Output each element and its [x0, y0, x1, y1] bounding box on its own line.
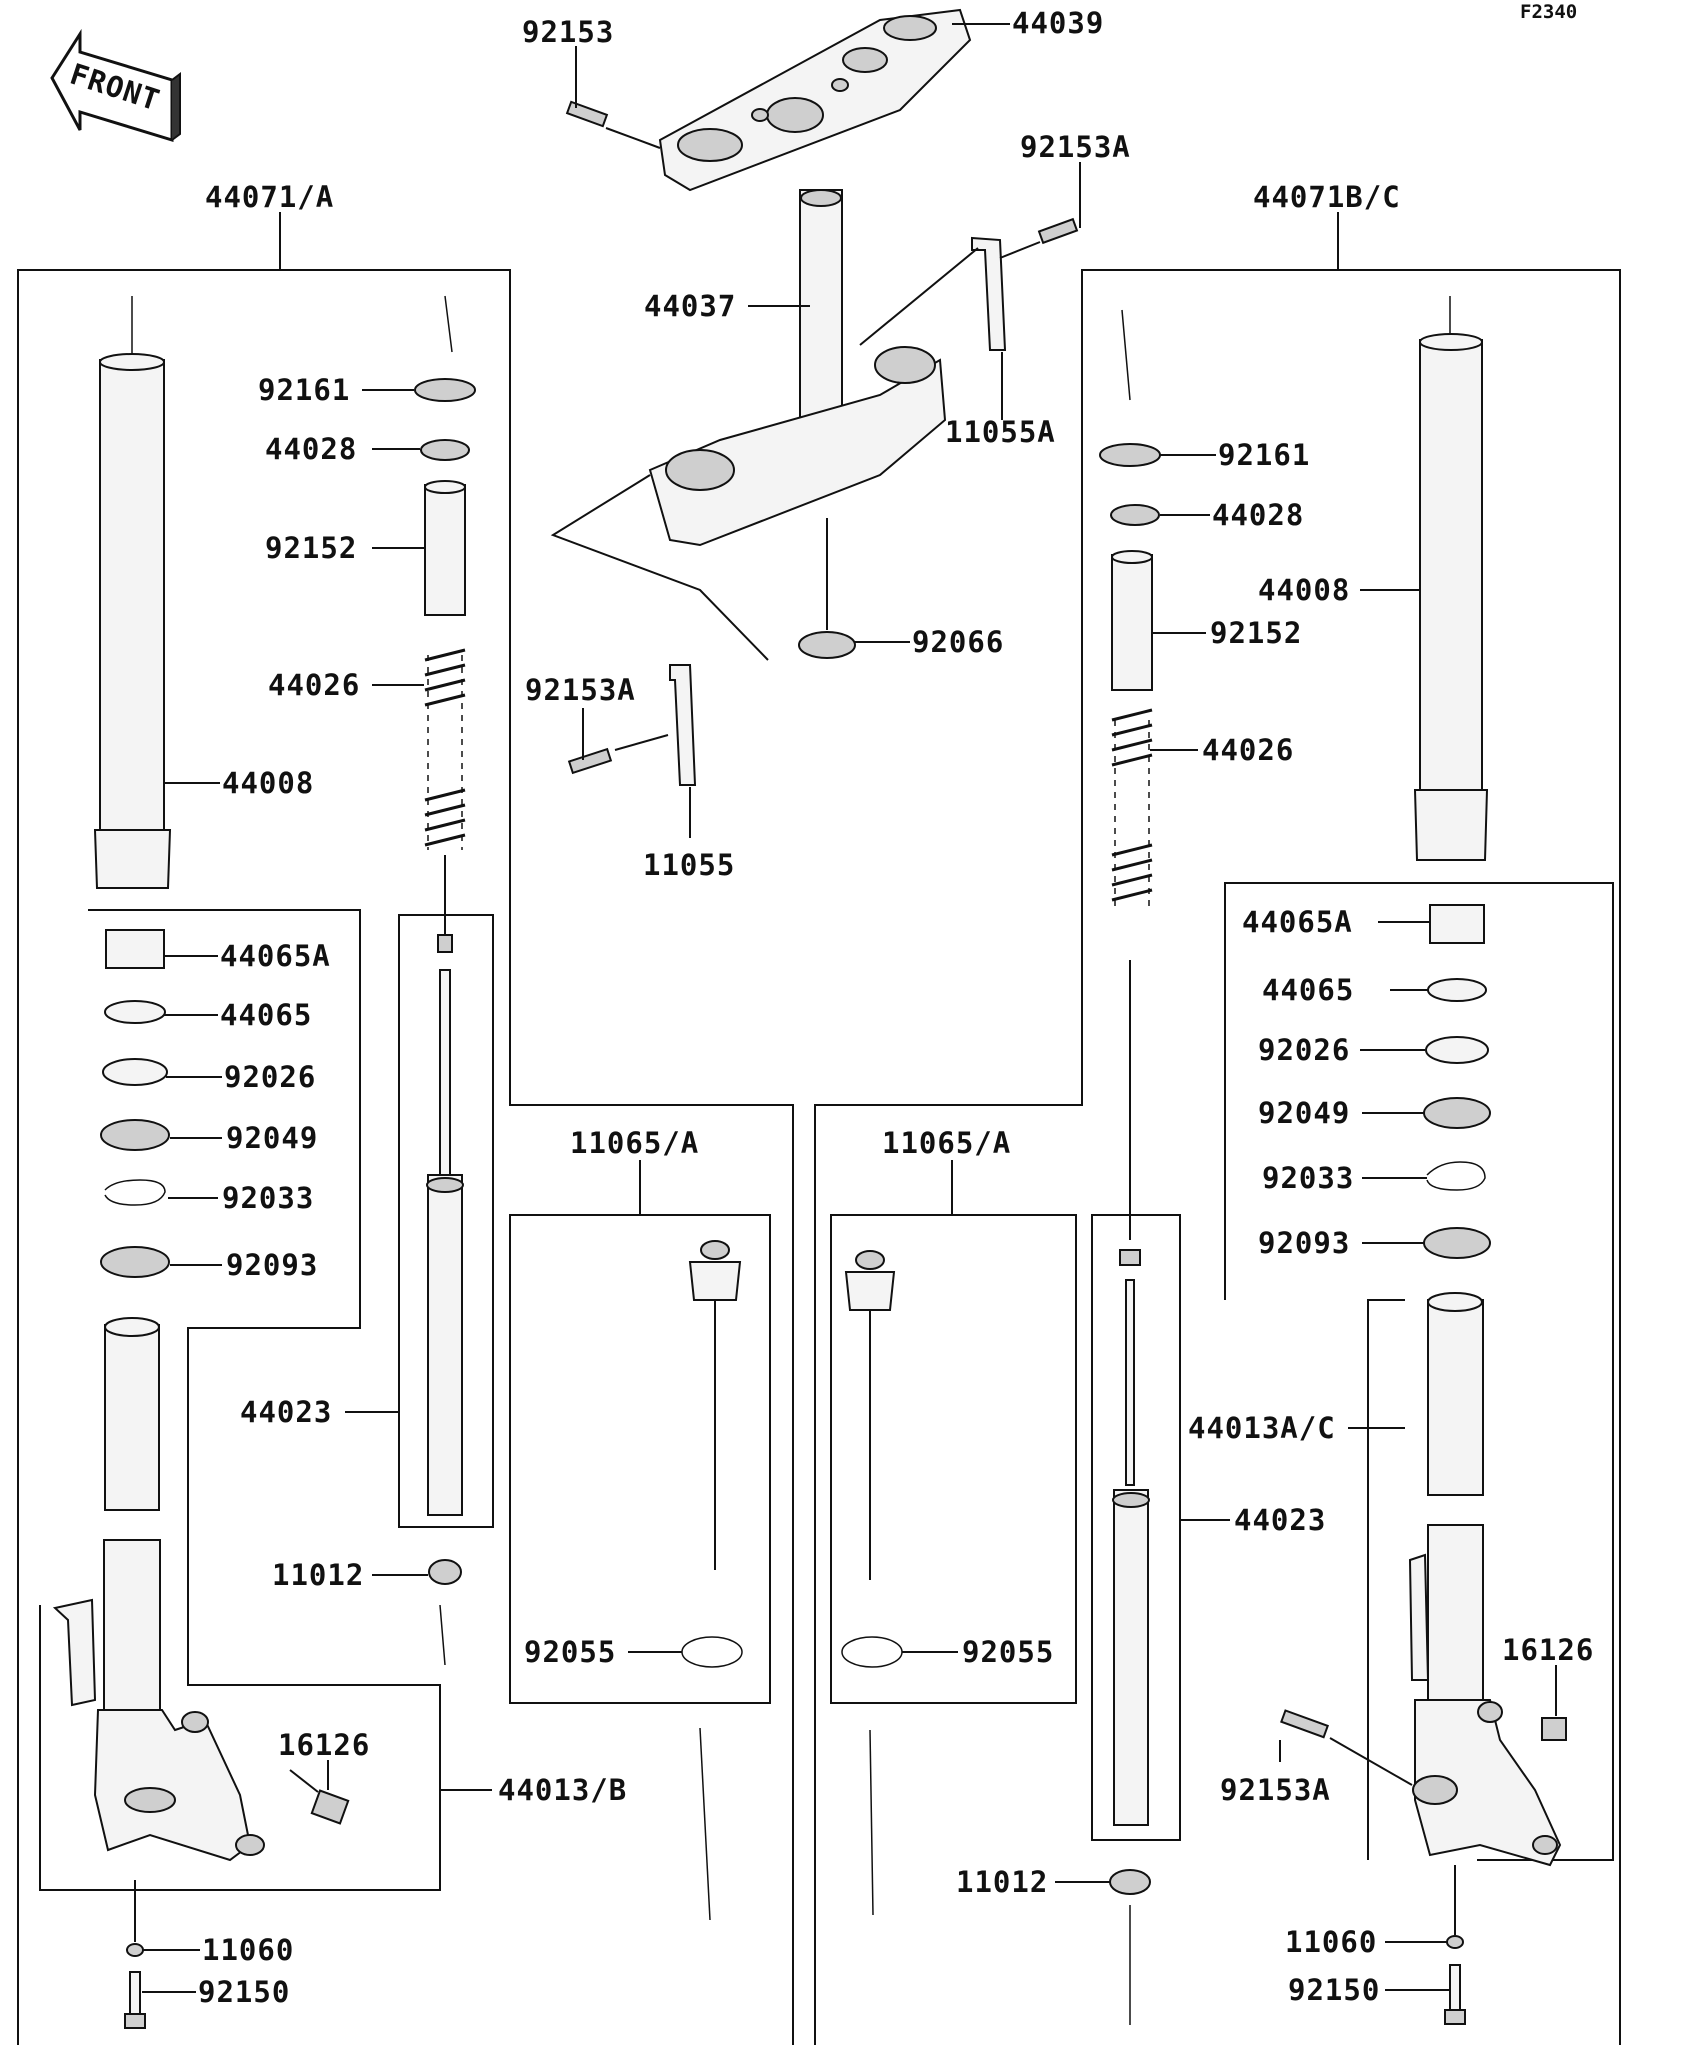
right-inner-tube-44008 — [1413, 296, 1489, 861]
right-collar-92152 — [1111, 550, 1153, 691]
label-11065A-left: 11065/A — [570, 1126, 699, 1160]
right-spacer-92161 — [1099, 309, 1161, 467]
label-92055-left: 92055 — [524, 1635, 616, 1669]
front-arrow-icon: FRONT — [50, 28, 181, 143]
label-92033-right: 92033 — [1262, 1161, 1354, 1195]
left-spacer-92161 — [414, 295, 476, 402]
left-damper-cylinder-44023 — [426, 934, 464, 1516]
label-92153-top: 92153 — [522, 15, 614, 49]
right-cartridge-11065 — [841, 1250, 903, 1916]
label-44065-left: 44065 — [220, 998, 312, 1032]
left-spring-44026 — [424, 648, 466, 945]
bolt-92153-top — [565, 100, 661, 149]
right-bolt-92150 — [1444, 1964, 1466, 2025]
steering-stem — [648, 189, 947, 547]
bracket-11055A — [859, 217, 1079, 351]
stem-nut-92066 — [798, 518, 856, 659]
label-11012-left: 11012 — [272, 1558, 364, 1592]
left-outer-tube-44013B — [52, 1317, 265, 1862]
label-92026-left: 92026 — [224, 1060, 316, 1094]
right-bushing-11012 — [1109, 1869, 1151, 2025]
label-92150-left: 92150 — [198, 1975, 290, 2009]
right-bolt-92153A — [1280, 1709, 1413, 1786]
label-44023-right: 44023 — [1234, 1503, 1326, 1537]
label-92033-left: 92033 — [222, 1181, 314, 1215]
label-11065A-right: 11065/A — [882, 1126, 1011, 1160]
right-washer-44028 — [1110, 504, 1160, 526]
right-fork-assembly-box — [814, 269, 1621, 2045]
label-44013B: 44013/B — [498, 1773, 627, 1807]
label-44026-left: 44026 — [268, 668, 360, 702]
label-92049-left: 92049 — [226, 1121, 318, 1155]
label-92055-right: 92055 — [962, 1635, 1054, 1669]
label-92093-left: 92093 — [226, 1248, 318, 1282]
label-44071BC: 44071B/C — [1253, 180, 1401, 214]
left-collar-92152 — [424, 480, 466, 616]
label-92049-right: 92049 — [1258, 1096, 1350, 1130]
label-11060-right: 11060 — [1285, 1925, 1377, 1959]
part-labels: 92153 44039 92153A 44071/A 44071B/C 4403… — [198, 6, 1594, 2009]
label-92066: 92066 — [912, 625, 1004, 659]
left-washer-44028 — [420, 439, 470, 461]
label-44065A-left: 44065A — [220, 939, 331, 973]
label-11055: 11055 — [643, 848, 735, 882]
left-seal-kit-box — [39, 909, 441, 1891]
right-washer-11060 — [1446, 1865, 1464, 1949]
label-92153A-bottom: 92153A — [1220, 1773, 1331, 1807]
label-92161-left: 92161 — [258, 373, 350, 407]
label-92153A-mid: 92153A — [525, 673, 636, 707]
left-bolt-92150 — [124, 1971, 146, 2029]
left-seal-stack — [100, 929, 170, 1278]
label-44065-right: 44065 — [1262, 973, 1354, 1007]
diagram-code: F2340 — [1520, 1, 1577, 23]
label-92152-left: 92152 — [265, 531, 357, 565]
label-92152-right: 92152 — [1210, 616, 1302, 650]
right-seal-stack — [1423, 904, 1491, 1259]
label-92153A-top: 92153A — [1020, 130, 1131, 164]
right-damper-cylinder-44023 — [1112, 1249, 1150, 1826]
label-44023-left: 44023 — [240, 1395, 332, 1429]
label-92026-right: 92026 — [1258, 1033, 1350, 1067]
left-cartridge-11065 — [681, 1240, 743, 1921]
right-outer-tube-44013AC — [1408, 1292, 1562, 1867]
label-92161-right: 92161 — [1218, 438, 1310, 472]
left-fork-assembly-box — [17, 269, 794, 2045]
right-cylinder-box — [1091, 1214, 1181, 1841]
upper-triple-clamp — [658, 8, 972, 192]
label-11060-left: 11060 — [202, 1933, 294, 1967]
label-16126-right: 16126 — [1502, 1633, 1594, 1667]
label-92150-right: 92150 — [1288, 1973, 1380, 2007]
left-inner-tube-44008 — [93, 296, 172, 889]
right-seal-kit-box — [1224, 882, 1614, 1861]
label-44065A-right: 44065A — [1242, 905, 1353, 939]
right-spring-44026 — [1111, 708, 1153, 1240]
label-44039: 44039 — [1012, 6, 1104, 40]
left-bolt-16126 — [289, 1769, 350, 1825]
right-outer-tube-box — [1367, 1299, 1405, 1860]
label-44008-right: 44008 — [1258, 573, 1350, 607]
label-44026-right: 44026 — [1202, 733, 1294, 767]
right-cartridge-box — [830, 1214, 1077, 1704]
label-44008-left: 44008 — [222, 766, 314, 800]
label-11012-right: 11012 — [956, 1865, 1048, 1899]
bracket-11055 — [550, 474, 769, 786]
label-16126-left: 16126 — [278, 1728, 370, 1762]
label-44037: 44037 — [644, 289, 736, 323]
left-washer-11060 — [126, 1880, 144, 1957]
right-bolt-16126 — [1541, 1690, 1567, 1741]
label-92093-right: 92093 — [1258, 1226, 1350, 1260]
leader-lines — [142, 23, 1557, 1993]
label-11055A: 11055A — [945, 415, 1056, 449]
label-44028-right: 44028 — [1212, 498, 1304, 532]
label-44071A: 44071/A — [205, 180, 334, 214]
left-bushing-11012 — [428, 1559, 462, 1666]
label-44028-left: 44028 — [265, 432, 357, 466]
label-44013AC: 44013A/C — [1188, 1411, 1336, 1445]
